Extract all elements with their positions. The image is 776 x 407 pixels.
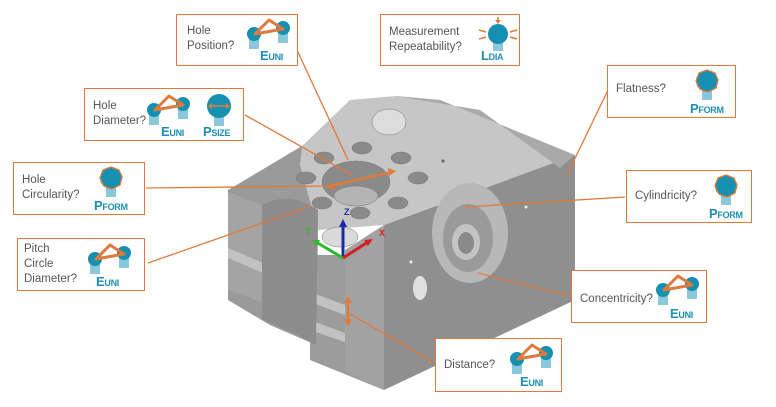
pform-probe-icon [98,165,148,199]
pform-probe-icon [713,173,763,207]
callout-question: Distance? [444,359,496,371]
pitch-hole [390,151,412,165]
leader-pitch-circle [147,205,312,264]
symbol-label: EUNI [96,274,119,289]
callout-distance: Distance? EUNI [435,338,562,392]
callout-concentricity: Concentricity? EUNI [571,270,707,323]
part-front-column [345,225,384,390]
cone-pocket [321,226,359,248]
symbol-label: EUNI [161,124,184,139]
y-axis-label: Y [305,226,311,236]
euni-probe-icon [654,273,704,307]
callout-hole-diameter: Hole Diameter? EUNI PSIZE [84,88,244,141]
callout-question: Concentricity? [580,293,653,305]
ldia-probe-icon [473,17,523,51]
y-axis [315,240,344,260]
side-hole [413,276,427,300]
symbol-label: EUNI [260,48,283,63]
pitch-hole [349,206,371,220]
callout-hole-position: Hole Position? EUNI [176,14,298,66]
z-axis-label: Z [344,207,350,217]
symbol-label: PFORM [709,206,743,221]
small-hole [441,159,445,163]
symbol-label: EUNI [670,306,693,321]
euni-probe-icon [145,93,195,127]
coordinate-axes [312,219,373,260]
callout-question: Flatness? [616,83,666,95]
part-left-front [228,192,262,302]
symbol-label: PFORM [690,101,724,116]
measurement-arrows [326,168,396,326]
callout-pitch-circle-diameter: Pitch Circle Diameter? EUNI [17,238,145,291]
pitch-hole [351,141,373,155]
euni-probe-icon [86,242,136,276]
spherical-pocket [371,108,407,136]
symbol-label: PFORM [94,198,128,213]
euni-probe-icon [245,17,295,51]
callout-question: Cylindricity? [635,190,697,202]
leader-hole-position [296,49,349,161]
pitch-hole [387,196,409,210]
pitch-hole [407,171,429,185]
diameter-arrow [329,170,393,188]
symbol-label: LDIA [481,48,504,63]
callout-question: Hole Circularity? [22,174,80,201]
callout-question: Pitch Circle Diameter? [24,243,78,285]
part-slot [310,292,345,315]
pitch-hole [313,151,335,165]
top-holes [295,108,445,248]
callout-question: Hole Position? [187,25,235,52]
callout-hole-circularity: Hole Circularity? PFORM [13,162,145,215]
part-cylinder-cut [262,198,318,345]
callout-question: Hole Diameter? [93,100,147,127]
callout-cylindricity: Cylindricity? PFORM [626,170,752,223]
part-slot [310,320,345,342]
pitch-hole [311,196,333,210]
pform-probe-icon [694,68,744,102]
center-hole-inner [333,185,379,207]
leader-hole-diameter [244,114,353,176]
x-axis [342,240,369,260]
euni-probe-icon [508,342,558,376]
callout-question: Measurement Repeatability? [389,26,462,53]
part-slot-region [395,96,575,168]
leader-flatness [566,89,609,176]
leader-concentricity [477,272,571,297]
leader-distance [349,313,434,363]
psize-probe-icon [203,92,253,126]
leader-hole-circularity [145,185,328,189]
side-bore [409,183,528,300]
leader-lines [145,49,626,363]
x-axis-label: X [379,228,385,238]
callout-flatness: Flatness? PFORM [607,65,736,118]
symbol-label: PSIZE [203,124,231,139]
callout-measurement-repeatability: Measurement Repeatability? LDIA [380,14,520,66]
pitch-hole [295,171,317,185]
leader-cylindricity [464,196,626,208]
symbol-label: EUNI [520,374,543,389]
